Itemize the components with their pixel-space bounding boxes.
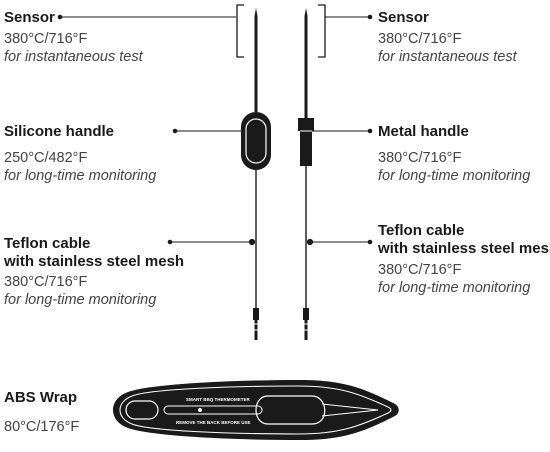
left-sensor-temp: 380°C/716°F bbox=[4, 31, 88, 47]
left-handle-title: Silicone handle bbox=[4, 123, 115, 140]
abs-wrap-window-left bbox=[125, 400, 159, 420]
right-sensor-use: for instantaneous test bbox=[378, 49, 517, 65]
left-silicone-handle bbox=[241, 112, 271, 170]
right-handle-temp: 380°C/716°F bbox=[378, 150, 462, 166]
abs-wrap: SMART BBQ THERMOMETER REMOVE THE BACK BE… bbox=[113, 380, 399, 440]
left-probe-needle bbox=[254, 8, 258, 112]
right-cable-temp: 380°C/716°F bbox=[378, 262, 462, 278]
right-probe-needle bbox=[304, 8, 308, 118]
right-cable-title-1: Teflon cable bbox=[378, 222, 465, 239]
right-metal-handle-collar bbox=[298, 118, 314, 131]
left-cable-use: for long-time monitoring bbox=[4, 292, 157, 308]
abs-wrap-print-bottom: REMOVE THE BACK BEFORE USE bbox=[176, 420, 251, 425]
left-sensor-title: Sensor bbox=[4, 9, 55, 26]
abs-wrap-temp: 80°C/176°F bbox=[4, 419, 80, 435]
right-sensor-title: Sensor bbox=[378, 9, 429, 26]
right-cable-title-2: with stainless steel mesh bbox=[378, 240, 550, 257]
left-sensor-use: for instantaneous test bbox=[4, 49, 143, 65]
left-cable-title-2: with stainless steel mesh bbox=[4, 253, 185, 270]
abs-wrap-window-right bbox=[255, 395, 326, 425]
left-probe bbox=[241, 8, 271, 340]
right-handle-use: for long-time monitoring bbox=[378, 168, 531, 184]
right-sensor-temp: 380°C/716°F bbox=[378, 31, 462, 47]
left-cable-temp: 380°C/716°F bbox=[4, 274, 88, 290]
left-handle-temp: 250°C/482°F bbox=[4, 150, 88, 166]
leader-lines bbox=[57, 4, 373, 246]
left-handle-use: for long-time monitoring bbox=[4, 168, 157, 184]
right-metal-handle bbox=[300, 131, 312, 166]
right-handle-title: Metal handle bbox=[378, 123, 469, 140]
abs-wrap-print-top: SMART BBQ THERMOMETER bbox=[186, 397, 250, 402]
left-plug bbox=[253, 308, 259, 320]
left-cable-title-1: Teflon cable bbox=[4, 235, 91, 252]
right-plug bbox=[303, 308, 309, 320]
right-cable-use: for long-time monitoring bbox=[378, 280, 531, 296]
abs-wrap-title: ABS Wrap bbox=[4, 389, 78, 406]
right-probe bbox=[298, 8, 314, 340]
